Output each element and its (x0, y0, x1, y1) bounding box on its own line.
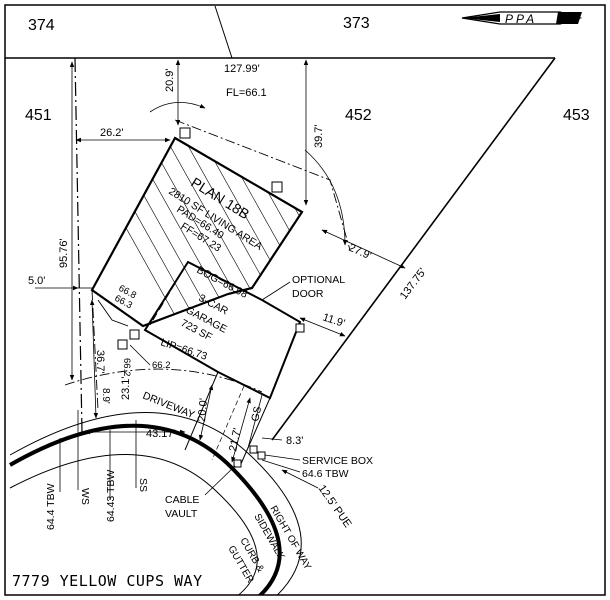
cable-label: CABLE (165, 494, 199, 506)
utility-box-1 (179, 127, 191, 139)
service-box-1 (249, 445, 258, 454)
porch-outline (97, 299, 129, 327)
dim-line-20-0 (198, 384, 214, 441)
rear-setback-line (174, 119, 351, 251)
gs-label: GS (249, 405, 264, 422)
drawing-frame (4, 4, 606, 596)
rear-arrow-arc (304, 149, 348, 246)
house-footprint (90, 136, 304, 328)
left-lot-line (74, 57, 83, 433)
garage-interior-line (149, 261, 189, 326)
elev-66-2-b: 66.2 (152, 360, 171, 371)
tbw-64-43: 64.43 TBW (105, 470, 117, 522)
driveway-center (211, 385, 245, 461)
dim-12-5-pue: 12.5' PUE (316, 483, 354, 530)
dim-20-0: 20.0' (196, 398, 210, 422)
ppa-logo (461, 11, 583, 25)
lot-373-divider (214, 5, 233, 59)
dim-line-21-7 (231, 397, 251, 463)
dim-line-36-7 (89, 299, 99, 419)
lot-374-label: 374 (28, 17, 55, 34)
dim-43-17: 43.17' (146, 428, 176, 440)
utility-box-4 (129, 329, 140, 340)
ss-label: SS (137, 478, 149, 492)
lot-453-label: 453 (563, 107, 590, 124)
fl-elevation: FL=66.1 (226, 87, 267, 99)
dim-95-76: 95.76' (58, 238, 70, 268)
dim-line-12-5 (281, 469, 319, 489)
utility-box-3 (295, 323, 305, 333)
house-label: PLAN 18B 2810 SF LIVING AREA PAD=66.40 F… (166, 174, 264, 255)
dim-21-7: 21.7' (227, 427, 244, 452)
optional-door-leader (261, 281, 291, 301)
dim-26-2: 26.2' (100, 127, 124, 139)
lip-leader (129, 344, 151, 366)
house-hatch (92, 138, 302, 326)
ws-label: WS (79, 488, 91, 505)
dim-5-0: 5.0' (28, 275, 45, 287)
dim-27-9: 27.9' (347, 242, 373, 263)
tbw-64-6: 64.6 TBW (302, 468, 349, 480)
lot-451-label: 451 (25, 107, 52, 124)
lot-452-label: 452 (345, 107, 372, 124)
right-lot-line (271, 57, 556, 441)
service-box-label: SERVICE BOX (302, 455, 373, 467)
dim-line-11-9 (299, 317, 346, 337)
fl-arrow-arc (149, 102, 206, 113)
vault-label: VAULT (165, 508, 198, 520)
optional-label: OPTIONAL (292, 274, 345, 286)
driveway-label: DRIVEWAY (141, 390, 196, 422)
tbw646-leader (261, 459, 301, 473)
dim-8-3: 8.3' (286, 435, 303, 447)
lip-elevation: LIP=66.73 (159, 336, 209, 362)
dim-20-9: 20.9' (164, 68, 176, 92)
dim-127-99: 127.99' (224, 63, 260, 75)
sidewalk-arc (9, 454, 258, 595)
dim-8-9: 8.9' (100, 388, 111, 404)
lot-373-label: 373 (343, 15, 370, 32)
dim-36-7: 36.7' (94, 350, 106, 374)
logo-text: PPA (505, 12, 537, 26)
dim-23-1: 23.1' (120, 376, 132, 400)
dim-137-75: 137.75' (398, 266, 429, 302)
cable-vault-leader (204, 465, 236, 496)
street-address: 7779 YELLOW CUPS WAY (12, 572, 203, 590)
dim-line-27-9 (321, 229, 406, 269)
dim-39-7: 39.7' (313, 124, 325, 148)
tbw-64-4: 64.4 TBW (45, 483, 57, 530)
cable-vault-box (233, 459, 242, 468)
utility-box-5 (117, 339, 128, 350)
service-box-2 (257, 451, 266, 460)
service-box-leader (264, 454, 301, 461)
door-label: DOOR (292, 288, 324, 300)
elev-66-2-a: 66.2 (121, 358, 132, 377)
dim-11-9: 11.9' (321, 311, 346, 329)
dim-line-8-3 (261, 437, 283, 441)
utility-box-2 (271, 181, 283, 193)
